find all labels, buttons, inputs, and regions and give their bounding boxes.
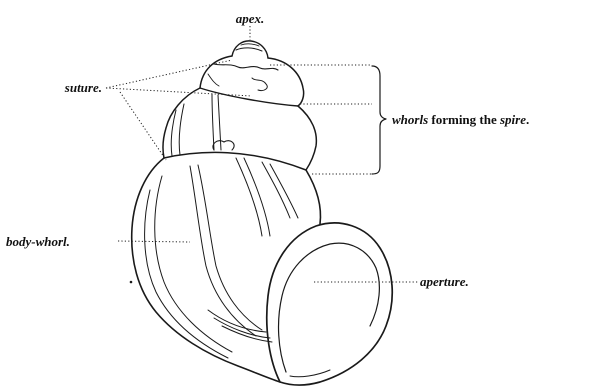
leader-lines [106, 26, 418, 282]
spire-whorl-lower [163, 88, 316, 170]
label-spire-period: . [526, 112, 529, 127]
label-apex: apex. [236, 11, 265, 26]
suture-leader-2 [106, 88, 252, 96]
label-aperture: aperture. [420, 274, 469, 289]
apex-whorl [232, 41, 268, 58]
label-whorls-spire: whorls forming the spire. [392, 112, 529, 127]
label-forming-the: forming the [428, 112, 500, 127]
label-whorls: whorls [392, 112, 428, 127]
label-spire: spire [499, 112, 526, 127]
body-whorl-outline [132, 158, 321, 382]
label-suture: suture. [64, 80, 102, 95]
suture-leader-1 [106, 60, 232, 88]
suture-leader-3 [120, 92, 166, 160]
label-body-whorl: body-whorl. [6, 234, 70, 249]
spire-brace [372, 66, 386, 174]
stray-dot [130, 281, 133, 284]
aperture-opening [267, 223, 393, 385]
body-whorl-leader [118, 241, 190, 242]
shell-illustration [132, 41, 393, 385]
